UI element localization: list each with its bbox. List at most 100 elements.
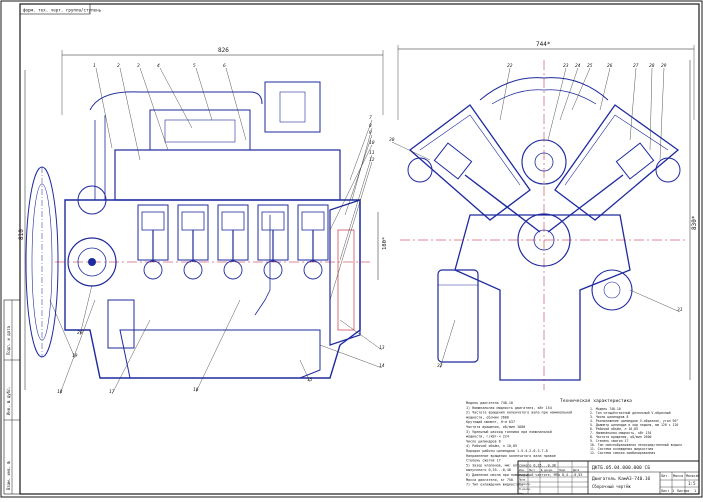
callout-number: 20 [77,330,83,336]
callout-number: 16 [193,387,199,393]
turbocharger-left [407,157,433,183]
spec-right-line: 6. Рабочий объём, л 10,85 [590,426,638,431]
oil-filter-right [437,269,479,363]
callout-number: 2 [117,63,120,69]
title-block-sheet-label: Лист [661,489,669,493]
dim-left-width: 826 [218,47,229,54]
callout-number: 1 [93,63,96,69]
callout-leader [499,67,511,121]
fuel-pump [149,109,251,151]
spec-left-line: Крутящий момент, Н·м 637 [466,420,515,424]
front-pulley [67,237,117,287]
spec-left-line: мощности, г/кВт·ч 224 [466,435,509,439]
title-block-doc-type: Сборочный чертёж [592,484,631,489]
spec-left-line: Масса двигателя, кг 750 [466,478,513,482]
spec-left-line: 2) Частота вращения коленчатого вала при… [466,411,572,415]
title-block-role: Пров. [519,478,527,482]
title-block-name: Двигатель КамАЗ-740.10 [592,476,651,482]
callout-leader [139,67,169,151]
crank-throw [303,260,323,280]
callout-number: 15 [307,377,313,383]
spec-right-line: 1. Модель 740.10 [590,407,621,411]
callout-number: 3 [136,63,140,69]
alternator [591,269,633,311]
spec-right-line: 12. Система смазки комбинированная [590,450,655,455]
callout-leader [649,67,653,151]
callout-leader [195,67,213,121]
callout-leader [391,141,431,161]
spec-left-line: Степень сжатия 17 [466,459,501,463]
callout-leader [439,319,456,369]
callout-leader [349,119,373,181]
callout-number: 8 [369,123,372,129]
callout-leader [159,67,193,129]
connecting-rod-right [547,174,624,233]
oil-sump [119,329,321,379]
title-block-role: Разраб. [519,472,530,477]
spec-left-line: выпускного 0,35...0,40 [466,468,511,472]
callout-leader [79,284,93,336]
spec-right-line: 10. Тип смесеобразования непосредственны… [590,442,682,447]
callout-leader [195,299,241,393]
cylinder-group [137,204,329,280]
callout-leader [351,127,373,201]
callout-leader [49,299,76,359]
callout-number: 4 [157,63,160,69]
right-cylinder-bank [554,104,680,221]
spec-left-line: 3) Удельный расход топлива при номинальн… [466,430,552,434]
spec-right-line: 2. Тип четырёхтактный дизельный V-образн… [590,410,671,415]
side-stamp-mid: Инв. № дубл. [6,386,11,415]
callout-number: 6 [223,63,226,69]
spec-left-line: Модель двигателя 740.10 [466,401,513,405]
title-block-role: Н.контр. [519,487,532,491]
spec-right-line: 3. Число цилиндров 8 [590,415,628,419]
title-block-scale: 1:5 [688,481,696,486]
spec-left-line: Порядок работы цилиндров 1-5-4-2-6-3-7-8 [466,448,548,453]
callout-number: 11 [369,150,375,156]
spec-left-line: 5) Зазор клапанов, мм: впускного 0,25...… [466,463,556,467]
title-block-sheets: 1 [694,489,696,493]
callout-leader [225,67,247,141]
spec-left-line: Направление вращения коленчатого вала пр… [466,454,556,458]
piston-left [433,142,473,180]
spec-left-line: 7) Тип охлаждения жидкостное [466,483,523,487]
callout-leader [339,319,383,351]
callout-number: 9 [369,130,372,136]
callout-number: 12 [369,157,375,163]
callout-number: 25 [587,63,593,69]
dim-left-height: 810 [18,229,25,240]
callout-leader [659,67,665,161]
callout-leader [629,67,637,141]
callout-number: 7 [369,115,372,121]
spec-right-line: 4. Расположение цилиндров V-образное, уг… [590,418,678,423]
title-block-role: Утв. [519,491,525,495]
callout-number: 31 [676,307,683,313]
callout-leader [329,161,373,301]
title-block-lit-label: Лит. [661,474,669,478]
title-block-sheet-no: 1 [672,489,674,493]
spec-right-line: 9. Степень сжатия 17 [590,439,628,443]
callout-number: 10 [369,140,375,146]
callout-leader [629,289,681,313]
corner-stamp-text: форм. тех. черт. группа/ступень [23,8,102,13]
callout-number: 22 [507,63,513,69]
dim-right-height: 830* [691,215,698,230]
callout-leader [571,67,591,111]
connecting-rod-left [464,174,541,233]
title-block-row-label: Изм. [519,468,525,472]
side-stamp-strip: Подп. и дата Инв. № дубл. Взам. инв. № [3,299,21,495]
piston-right [615,142,655,180]
callout-leader [344,134,373,216]
callout-leader [319,344,383,369]
spec-right-line: 5. Диаметр цилиндра и ход поршня, мм 120… [590,423,678,427]
title-block-scale-label: Масштаб [686,473,700,478]
title-block-row-label: № докум. [541,469,554,472]
crank-throw [143,260,163,280]
engine-side-view: 826 810 180* [18,47,388,395]
spec-right-line: 7. Номинальная мощность, кВт 154 [590,431,651,435]
side-stamp-top: Подп. и дата [6,326,11,355]
